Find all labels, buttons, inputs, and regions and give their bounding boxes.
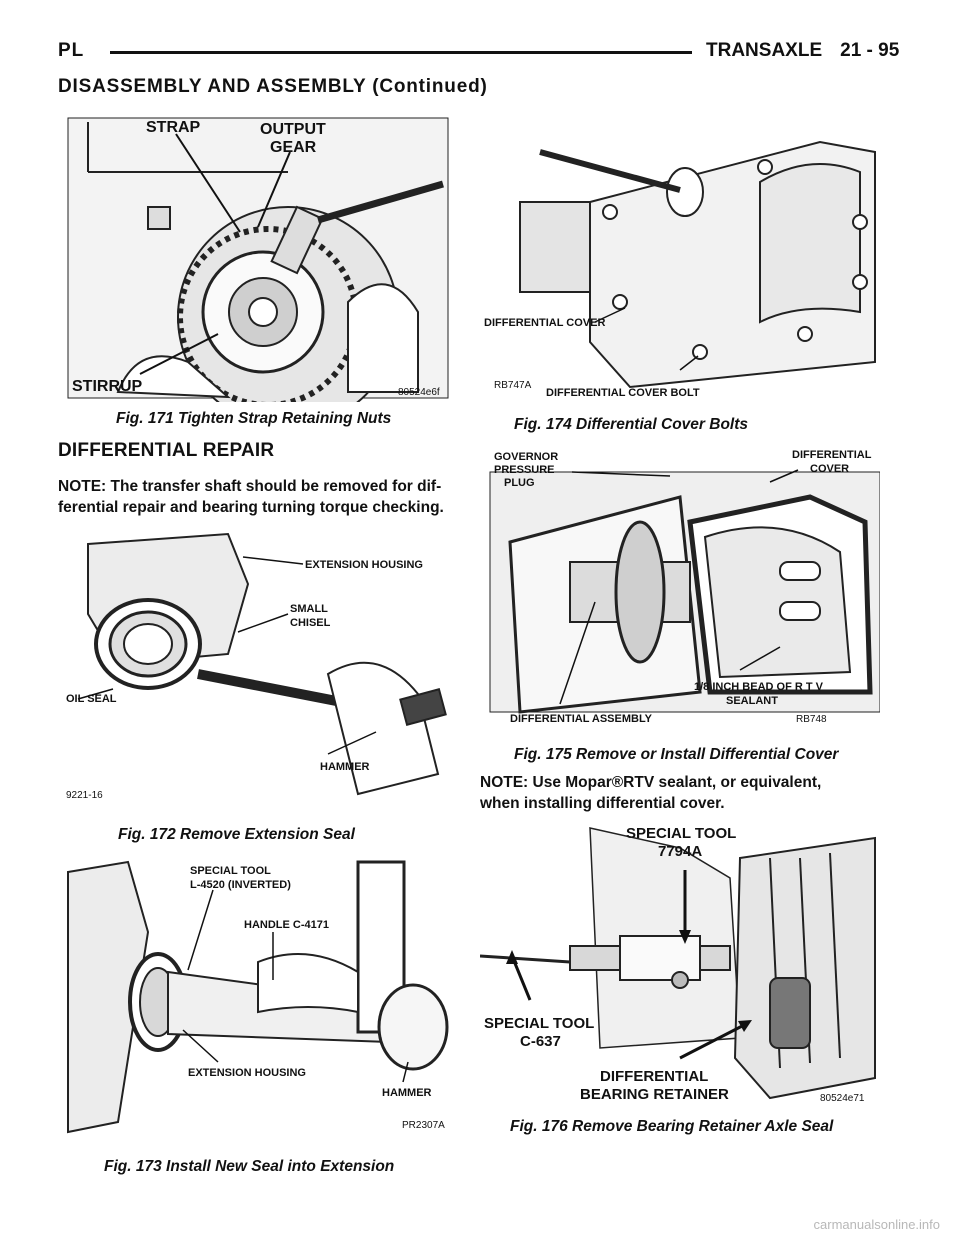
note-transfer-shaft-line-1: NOTE: The transfer shaft should be remov… — [58, 478, 442, 495]
header-section-page: TRANSAXLE 21 - 95 — [706, 40, 917, 62]
note-mopar-rtv-line-1: NOTE: Use Mopar®RTV sealant, or equivale… — [480, 774, 822, 791]
figure-172-illustration: EXTENSION HOUSING SMALL CHISEL OIL SEAL … — [58, 524, 458, 810]
figure-175-illustration: GOVERNOR PRESSURE PLUG DIFFERENTIAL COVE… — [480, 442, 880, 732]
fig171-label-strap: STRAP — [146, 119, 201, 136]
header-rule — [110, 51, 692, 54]
fig174-label-differential-cover: DIFFERENTIAL COVER — [484, 317, 605, 329]
fig175-label-pressure: PRESSURE — [494, 464, 555, 476]
figure-176-illustration: SPECIAL TOOL 7794A SPECIAL TOOL C-637 DI… — [480, 818, 880, 1106]
fig173-caption: Fig. 173 Install New Seal into Extension — [104, 1158, 395, 1175]
fig175-label-plug: PLUG — [504, 477, 535, 489]
fig171-caption: Fig. 171 Tighten Strap Retaining Nuts — [116, 410, 392, 427]
note-mopar-rtv: NOTE: Use Mopar®RTV sealant, or equivale… — [480, 772, 821, 814]
fig171-label-output-1: OUTPUT — [260, 121, 326, 138]
fig173-label-special-tool: SPECIAL TOOL — [190, 865, 271, 877]
header-section: TRANSAXLE — [706, 40, 823, 61]
fig174-code: RB747A — [494, 380, 532, 391]
fig175-caption: Fig. 175 Remove or Install Differential … — [514, 746, 839, 763]
fig172-label-extension-housing: EXTENSION HOUSING — [305, 559, 423, 571]
fig174-label-cover-bolt: DIFFERENTIAL COVER BOLT — [546, 387, 700, 399]
header-manual-code: PL — [58, 40, 85, 61]
fig173-label-handle: HANDLE C-4171 — [244, 919, 329, 931]
fig172-caption: Fig. 172 Remove Extension Seal — [118, 826, 355, 843]
fig176-label-7794a: 7794A — [658, 843, 702, 860]
fig172-label-hammer: HAMMER — [320, 761, 370, 773]
fig171-label-stirrup: STIRRUP — [72, 378, 143, 395]
fig173-label-hammer: HAMMER — [382, 1087, 432, 1099]
fig175-label-sealant: SEALANT — [726, 695, 778, 707]
fig176-label-bearing-retainer: BEARING RETAINER — [580, 1086, 729, 1103]
fig173-label-l4520: L-4520 (INVERTED) — [190, 879, 291, 891]
fig175-label-differential: DIFFERENTIAL — [792, 449, 872, 461]
fig176-label-c637: C-637 — [520, 1033, 561, 1050]
fig172-label-chisel: CHISEL — [290, 617, 331, 629]
fig171-code: 80524e6f — [398, 387, 440, 398]
figure-173-illustration: SPECIAL TOOL L-4520 (INVERTED) HANDLE C-… — [58, 852, 458, 1138]
fig172-code: 9221-16 — [66, 790, 103, 801]
figure-171-illustration: STRAP OUTPUT GEAR STIRRUP 80524e6f — [58, 112, 458, 402]
fig175-code: RB748 — [796, 714, 827, 725]
fig175-label-differential-assembly: DIFFERENTIAL ASSEMBLY — [510, 713, 653, 725]
note-mopar-rtv-line-2: when installing differential cover. — [480, 795, 725, 812]
header-page-number: 21 - 95 — [840, 40, 900, 61]
section-heading-differential-repair: DIFFERENTIAL REPAIR — [58, 440, 275, 461]
fig173-code: PR2307A — [402, 1120, 445, 1131]
continued-title: DISASSEMBLY AND ASSEMBLY (Continued) — [58, 76, 488, 97]
fig171-label-output-2: GEAR — [270, 139, 317, 156]
fig172-label-small: SMALL — [290, 603, 328, 615]
fig174-caption: Fig. 174 Differential Cover Bolts — [514, 416, 748, 433]
note-transfer-shaft-line-2: ferential repair and bearing turning tor… — [58, 499, 444, 516]
fig176-caption: Fig. 176 Remove Bearing Retainer Axle Se… — [510, 1118, 834, 1135]
fig176-label-special-tool-2: SPECIAL TOOL — [484, 1015, 594, 1032]
fig175-label-governor: GOVERNOR — [494, 451, 558, 463]
fig176-code: 80524e71 — [820, 1093, 865, 1104]
fig175-label-bead: 1/8 INCH BEAD OF R T V — [694, 681, 824, 693]
fig175-label-cover: COVER — [810, 463, 849, 475]
fig173-label-extension-housing: EXTENSION HOUSING — [188, 1067, 306, 1079]
note-transfer-shaft: NOTE: The transfer shaft should be remov… — [58, 476, 444, 518]
fig176-label-differential: DIFFERENTIAL — [600, 1068, 708, 1085]
watermark: carmanualsonline.info — [813, 1217, 940, 1232]
fig172-label-oil-seal: OIL SEAL — [66, 693, 117, 705]
fig176-label-special-tool-1: SPECIAL TOOL — [626, 825, 736, 842]
figure-174-illustration: DIFFERENTIAL COVER RB747A DIFFERENTIAL C… — [480, 112, 880, 402]
